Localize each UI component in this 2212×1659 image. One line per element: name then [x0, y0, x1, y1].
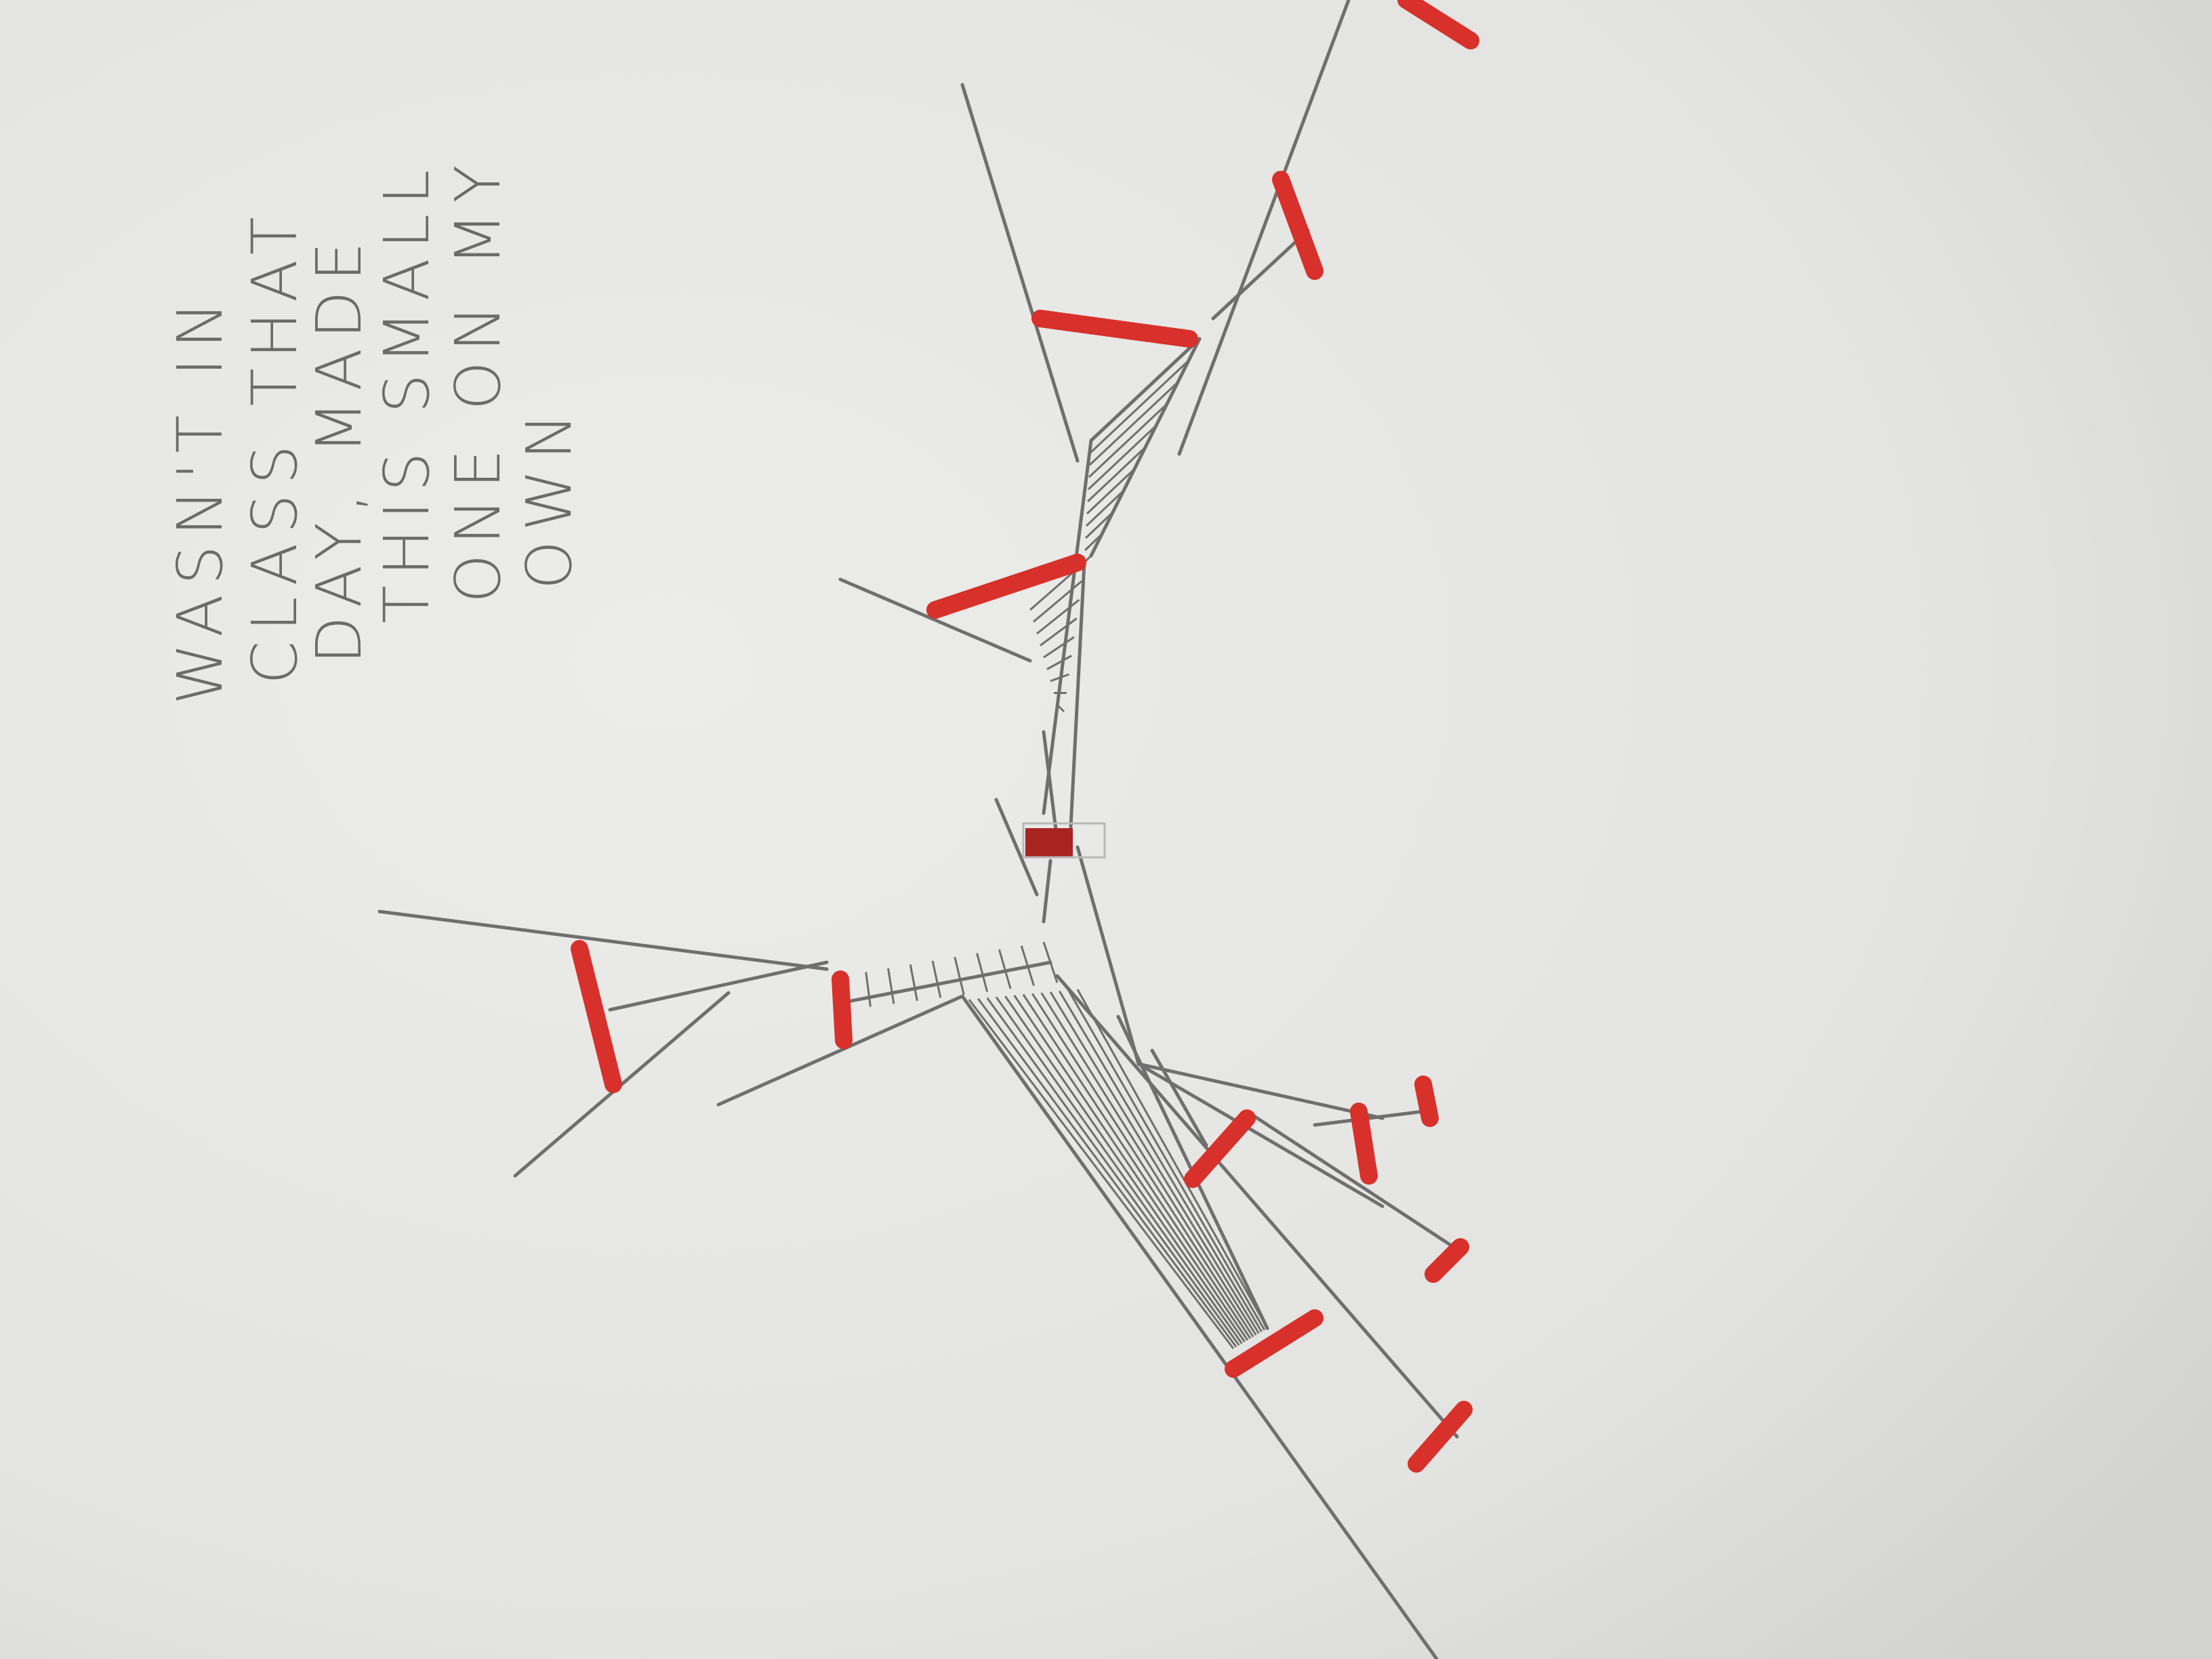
- hatch-stroke: [1088, 403, 1168, 478]
- hatch-stroke: [1084, 511, 1114, 539]
- small-red-box: [1025, 828, 1073, 857]
- hatch-stroke: [1087, 424, 1158, 491]
- hatch-stroke: [998, 949, 1012, 989]
- hatch-stroke: [968, 999, 1235, 1349]
- hatch-stroke: [1056, 703, 1065, 713]
- hatch-stroke: [995, 996, 1243, 1345]
- hatch-stroke: [909, 964, 918, 1001]
- hatch-stroke: [1022, 994, 1252, 1339]
- red-marker-accents: [571, 0, 1479, 1473]
- hatch-stroke: [1090, 337, 1201, 442]
- hatch-stroke: [986, 997, 1240, 1346]
- hatch-stroke: [1046, 655, 1072, 670]
- pencil-lines: [377, 0, 1466, 1659]
- hatch-stroke: [1086, 446, 1147, 503]
- hatch-stroke: [1042, 941, 1059, 983]
- hatch-stroke: [931, 960, 942, 998]
- hatch-stroke: [1004, 996, 1246, 1343]
- hatch-stroke: [1050, 673, 1070, 682]
- hatch-stroke: [1084, 533, 1103, 552]
- hatch-stroke: [1031, 993, 1254, 1338]
- hatch-stroke: [1036, 598, 1080, 635]
- hatch-stroke: [1059, 990, 1263, 1332]
- hatch-stroke: [1076, 989, 1269, 1329]
- pencil-hatching: [842, 337, 1269, 1349]
- hatch-stroke: [954, 956, 965, 996]
- hatch-stroke: [1020, 945, 1035, 986]
- small-box-outline: [1022, 822, 1106, 859]
- hatch-stroke: [1033, 580, 1083, 623]
- hatch-stroke: [1040, 617, 1078, 647]
- hatch-stroke: [887, 968, 895, 1004]
- hatch-stroke: [1013, 994, 1249, 1341]
- hatch-stroke: [1043, 636, 1075, 659]
- hatch-stroke: [1086, 468, 1136, 515]
- hatch-stroke: [1067, 989, 1266, 1331]
- hatch-stroke: [1085, 489, 1125, 527]
- hatch-stroke: [1049, 991, 1260, 1334]
- hatch-stroke: [1088, 381, 1179, 466]
- hatch-stroke: [977, 998, 1237, 1348]
- hatch-stroke: [1040, 992, 1257, 1336]
- hatch-stroke: [976, 953, 989, 992]
- hatch-stroke: [1089, 359, 1190, 454]
- hatch-stroke: [865, 972, 872, 1007]
